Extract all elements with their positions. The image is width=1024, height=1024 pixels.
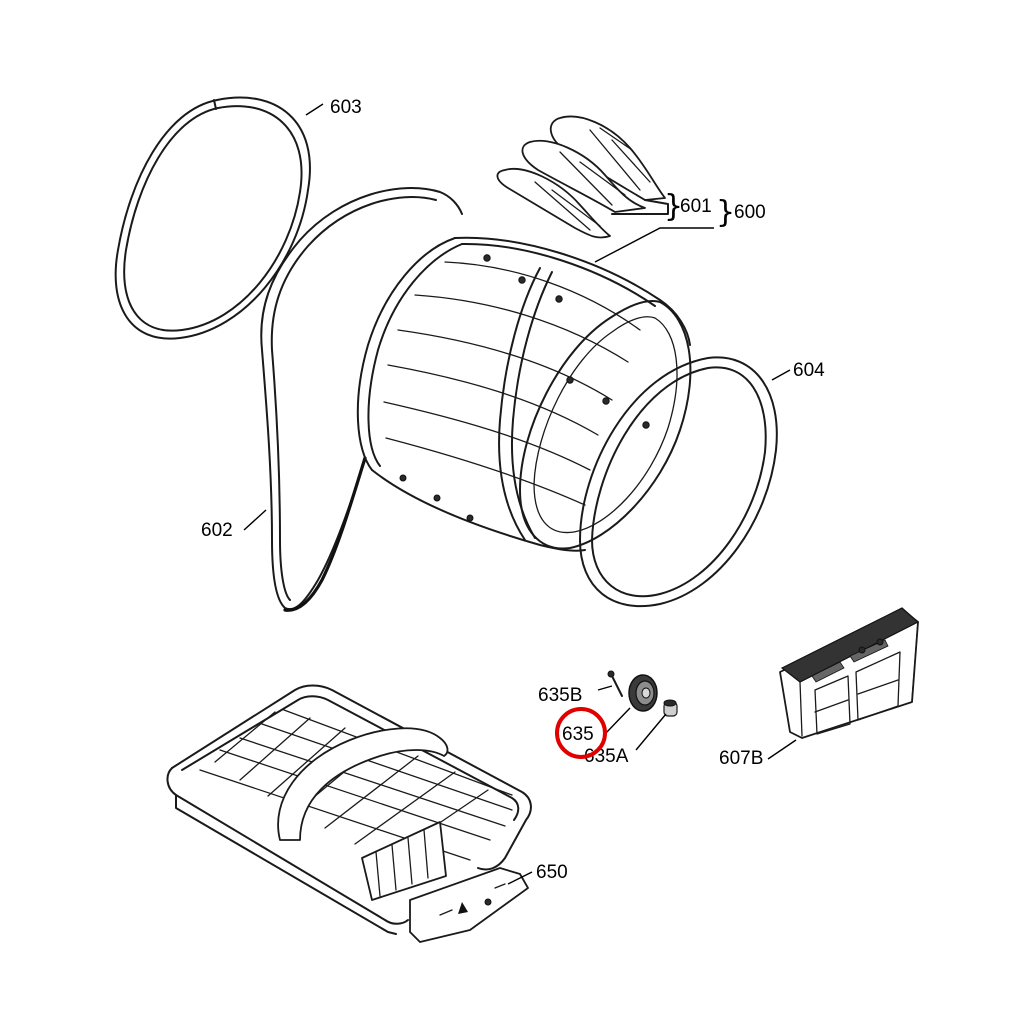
leader-607b [767, 739, 797, 760]
part-601-drum-baffles [496, 115, 669, 239]
label-603: 603 [330, 97, 362, 118]
part-607b-lint-filter-housing [779, 607, 920, 739]
part-600-drum-assembly [356, 236, 692, 552]
highlight-circle-635 [555, 707, 607, 759]
label-604: 604 [793, 360, 825, 381]
label-635b: 635B [538, 685, 582, 706]
label-602: 602 [201, 520, 233, 541]
leader-603 [305, 103, 324, 116]
part-635a-bushing [663, 699, 678, 717]
label-607b: 607B [719, 748, 763, 769]
label-601: 601 [680, 196, 712, 217]
part-650-drying-rack [166, 684, 532, 943]
leader-635b [597, 685, 613, 691]
leader-lines [243, 103, 797, 885]
callout-labels: 603 } 601 } 600 604 602 635B 635 635A 60… [201, 97, 825, 883]
part-635b-screw [607, 670, 623, 697]
label-650: 650 [536, 862, 568, 883]
leader-600 [594, 227, 714, 263]
part-635-drum-roller [628, 674, 658, 712]
leader-635 [604, 707, 631, 735]
part-602-drive-belt [260, 187, 463, 612]
brace-600: } [716, 195, 735, 230]
leader-650 [507, 871, 533, 885]
part-604-front-seal-ring [579, 356, 778, 608]
brace-601: } [664, 189, 683, 224]
label-600: 600 [734, 202, 766, 223]
leader-602 [243, 509, 267, 531]
leader-635a [635, 713, 667, 751]
label-635: 635 [562, 724, 594, 745]
leader-604 [771, 369, 791, 381]
part-603-rear-seal-ring [114, 96, 311, 340]
